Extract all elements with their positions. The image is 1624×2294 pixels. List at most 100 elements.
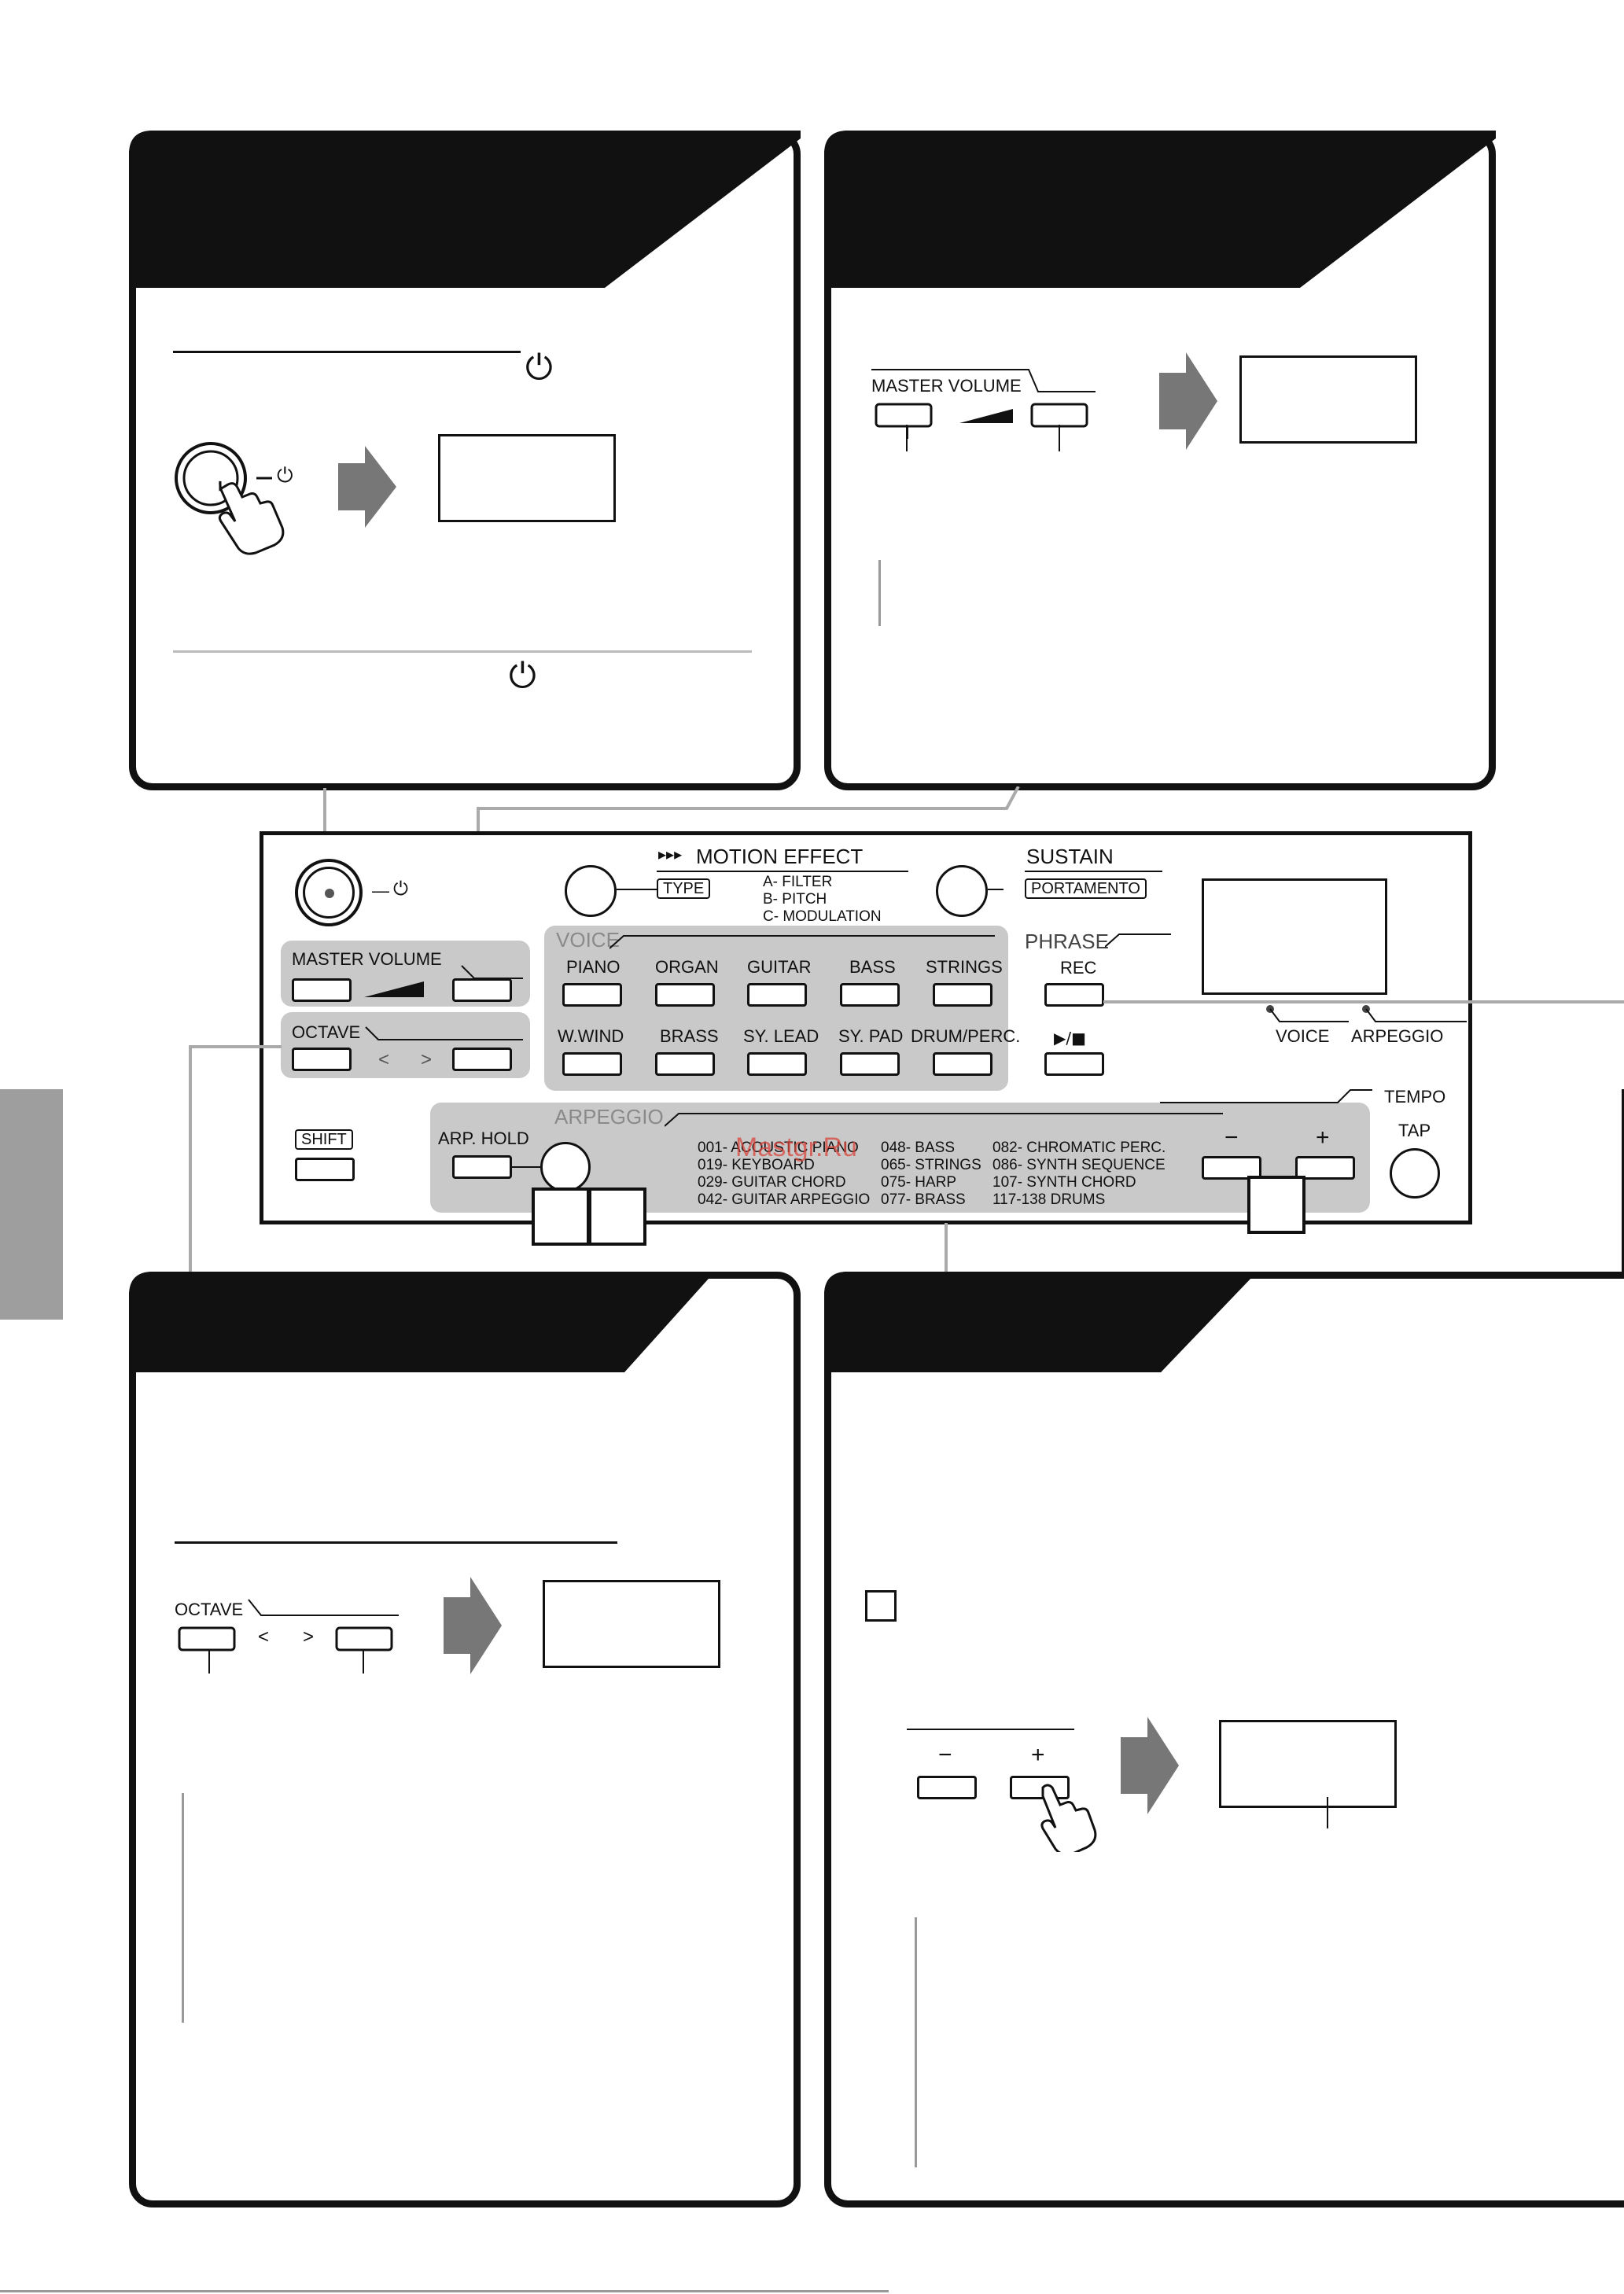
play-stop-label: ▶/■ <box>1054 1029 1087 1048</box>
master-volume-label: MASTER VOLUME <box>871 376 1022 396</box>
panel-display <box>1202 878 1387 995</box>
octave-right-chevron-icon: > <box>303 1626 315 1648</box>
watermark: Mastgr.Ru <box>735 1132 857 1162</box>
tempo-minus-label: − <box>938 1742 952 1768</box>
connector-phrase <box>1103 1000 1624 1003</box>
octave-left-chevron-icon: < <box>378 1049 390 1070</box>
card-octave <box>129 1272 801 2207</box>
motion-effect-knob[interactable] <box>565 865 617 917</box>
arp-list-item: 082- CHROMATIC PERC. <box>992 1140 1166 1156</box>
volume-wedge-icon <box>364 981 424 997</box>
voice-guitar-label: GUITAR <box>747 957 812 977</box>
power-led <box>325 889 334 898</box>
tempo-plus-label: + <box>1031 1742 1045 1768</box>
voice-strings-button[interactable] <box>933 983 992 1007</box>
volume-down-button[interactable] <box>292 978 352 1002</box>
arp-list-item: 107- SYNTH CHORD <box>992 1174 1136 1191</box>
display-screen <box>1219 1720 1397 1808</box>
card-power-banner <box>129 131 801 288</box>
voice-wwind-button[interactable] <box>562 1052 622 1076</box>
voice-indicator-line <box>1266 1005 1467 1022</box>
octave-bracket <box>178 1599 399 1674</box>
connector-octave <box>189 1045 282 1274</box>
octave-down-button[interactable] <box>292 1048 352 1071</box>
octave-left-chevron-icon: < <box>258 1626 270 1648</box>
octave-right-chevron-icon: > <box>421 1049 433 1070</box>
type-option-filter: A- FILTER <box>763 874 833 890</box>
tempo-bracket-line <box>1160 1089 1372 1103</box>
voice-bass-label: BASS <box>849 957 896 977</box>
step-box <box>532 1188 590 1246</box>
pressing-hand-icon <box>1040 1784 1097 1852</box>
arp-hold-button[interactable] <box>452 1155 512 1179</box>
power-button-inner <box>303 867 355 919</box>
volume-up-button[interactable] <box>452 978 512 1002</box>
side-tab <box>0 1089 63 1320</box>
power-button-press-illustration <box>175 442 285 555</box>
voice-bracket-line <box>609 935 995 949</box>
tempo-underline <box>907 1729 1074 1730</box>
voice-drumperc-button[interactable] <box>933 1052 992 1076</box>
card-octave-banner <box>129 1272 715 1372</box>
voice-wwind-label: W.WIND <box>558 1026 624 1046</box>
play-stop-button[interactable] <box>1044 1052 1104 1076</box>
portamento-badge: PORTAMENTO <box>1025 878 1147 899</box>
right-edge-mark <box>1622 1089 1624 1333</box>
arp-list-item: 065- STRINGS <box>881 1157 981 1173</box>
voice-sylead-button[interactable] <box>747 1052 807 1076</box>
arp-list-item: 117-138 DRUMS <box>992 1191 1106 1208</box>
voice-bass-button[interactable] <box>840 983 900 1007</box>
voice-indicator-label: VOICE <box>1276 1026 1330 1046</box>
display-pointer <box>1327 1797 1328 1828</box>
voice-piano-button[interactable] <box>562 983 622 1007</box>
sustain-line <box>988 889 1003 890</box>
sustain-knob[interactable] <box>936 865 988 917</box>
tempo-plus-label: + <box>1316 1125 1330 1151</box>
shift-button[interactable] <box>295 1158 355 1181</box>
motion-effect-underline <box>657 871 908 872</box>
tempo-plus-button[interactable] <box>1295 1156 1355 1180</box>
power-underline-1 <box>173 351 521 353</box>
tap-button[interactable] <box>1390 1148 1440 1199</box>
octave-label: OCTAVE <box>175 1600 244 1619</box>
shift-label: SHIFT <box>295 1129 353 1150</box>
motion-effect-arrows: ▸▸▸ <box>658 845 683 863</box>
footer-rule <box>0 2290 889 2292</box>
note-bar <box>182 1793 184 2023</box>
tempo-minus-button[interactable] <box>917 1776 977 1799</box>
voice-guitar-button[interactable] <box>747 983 807 1007</box>
arp-list-item: 075- HARP <box>881 1174 957 1191</box>
tempo-minus-label: − <box>1224 1125 1239 1151</box>
arpeggio-indicator-label: ARPEGGIO <box>1351 1026 1444 1046</box>
right-arrow-icon <box>444 1577 502 1674</box>
arpeggio-bracket-line <box>665 1113 1223 1127</box>
rec-button[interactable] <box>1044 983 1104 1007</box>
octave-up-button[interactable] <box>452 1048 512 1071</box>
voice-organ-button[interactable] <box>655 983 715 1007</box>
display-screen <box>1239 355 1417 444</box>
tempo-label: TEMPO <box>1384 1087 1446 1106</box>
voice-brass-button[interactable] <box>655 1052 715 1076</box>
arpeggio-knob[interactable] <box>540 1142 591 1192</box>
connector-arpeggio <box>945 1223 948 1272</box>
card-master-volume-banner <box>824 131 1496 288</box>
voice-strings-label: STRINGS <box>926 957 1003 977</box>
power-label-icon: ⏻ <box>393 878 408 900</box>
type-option-modulation: C- MODULATION <box>763 908 882 925</box>
voice-sypad-button[interactable] <box>840 1052 900 1076</box>
voice-sypad-label: SY. PAD <box>838 1026 904 1046</box>
octave-underline <box>175 1541 617 1544</box>
master-volume-group-label: MASTER VOLUME <box>292 949 442 969</box>
power-dash: — <box>372 881 389 900</box>
tempo-plus-button[interactable] <box>1010 1776 1070 1799</box>
control-panel: — ⏻ ▸▸▸ MOTION EFFECT TYPE A- FILTER B- … <box>260 831 1472 1224</box>
voice-brass-label: BRASS <box>660 1026 719 1046</box>
arpeggio-group-label: ARPEGGIO <box>554 1105 664 1129</box>
arp-list-item: 086- SYNTH SEQUENCE <box>992 1157 1166 1173</box>
note-bar <box>878 560 881 626</box>
master-volume-bracket <box>871 369 1096 439</box>
voice-drumperc-label: DRUM/PERC. <box>911 1026 1021 1046</box>
arp-list-item: 077- BRASS <box>881 1191 966 1208</box>
step-box <box>1247 1176 1305 1234</box>
power-symbol-icon-2: ⏻ <box>509 656 536 696</box>
